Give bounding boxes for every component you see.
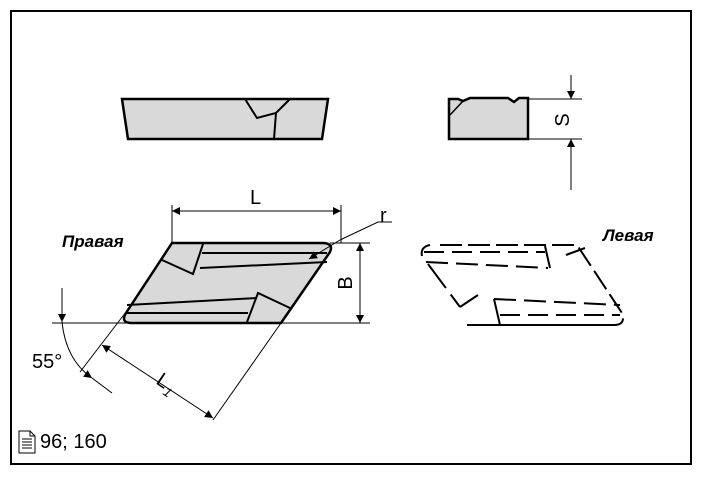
length1-label: L 1 [152,369,175,400]
page-numbers: 96; 160 [40,430,107,453]
left-insert-plan-view [420,244,624,326]
page-reference: 96; 160 [18,430,107,454]
document-icon [18,430,36,454]
width-label: B [335,276,357,289]
insert-end-view: S [447,75,582,190]
length-label: L [250,187,261,209]
thickness-label: S [552,113,574,126]
angle-label: 55° [32,351,62,373]
right-hand-label: Правая [62,232,124,251]
drawing-frame [10,10,692,465]
insert-side-view [120,97,330,141]
radius-label: r [380,205,387,227]
left-hand-label: Левая [601,226,654,245]
right-insert-plan-view [52,205,392,421]
